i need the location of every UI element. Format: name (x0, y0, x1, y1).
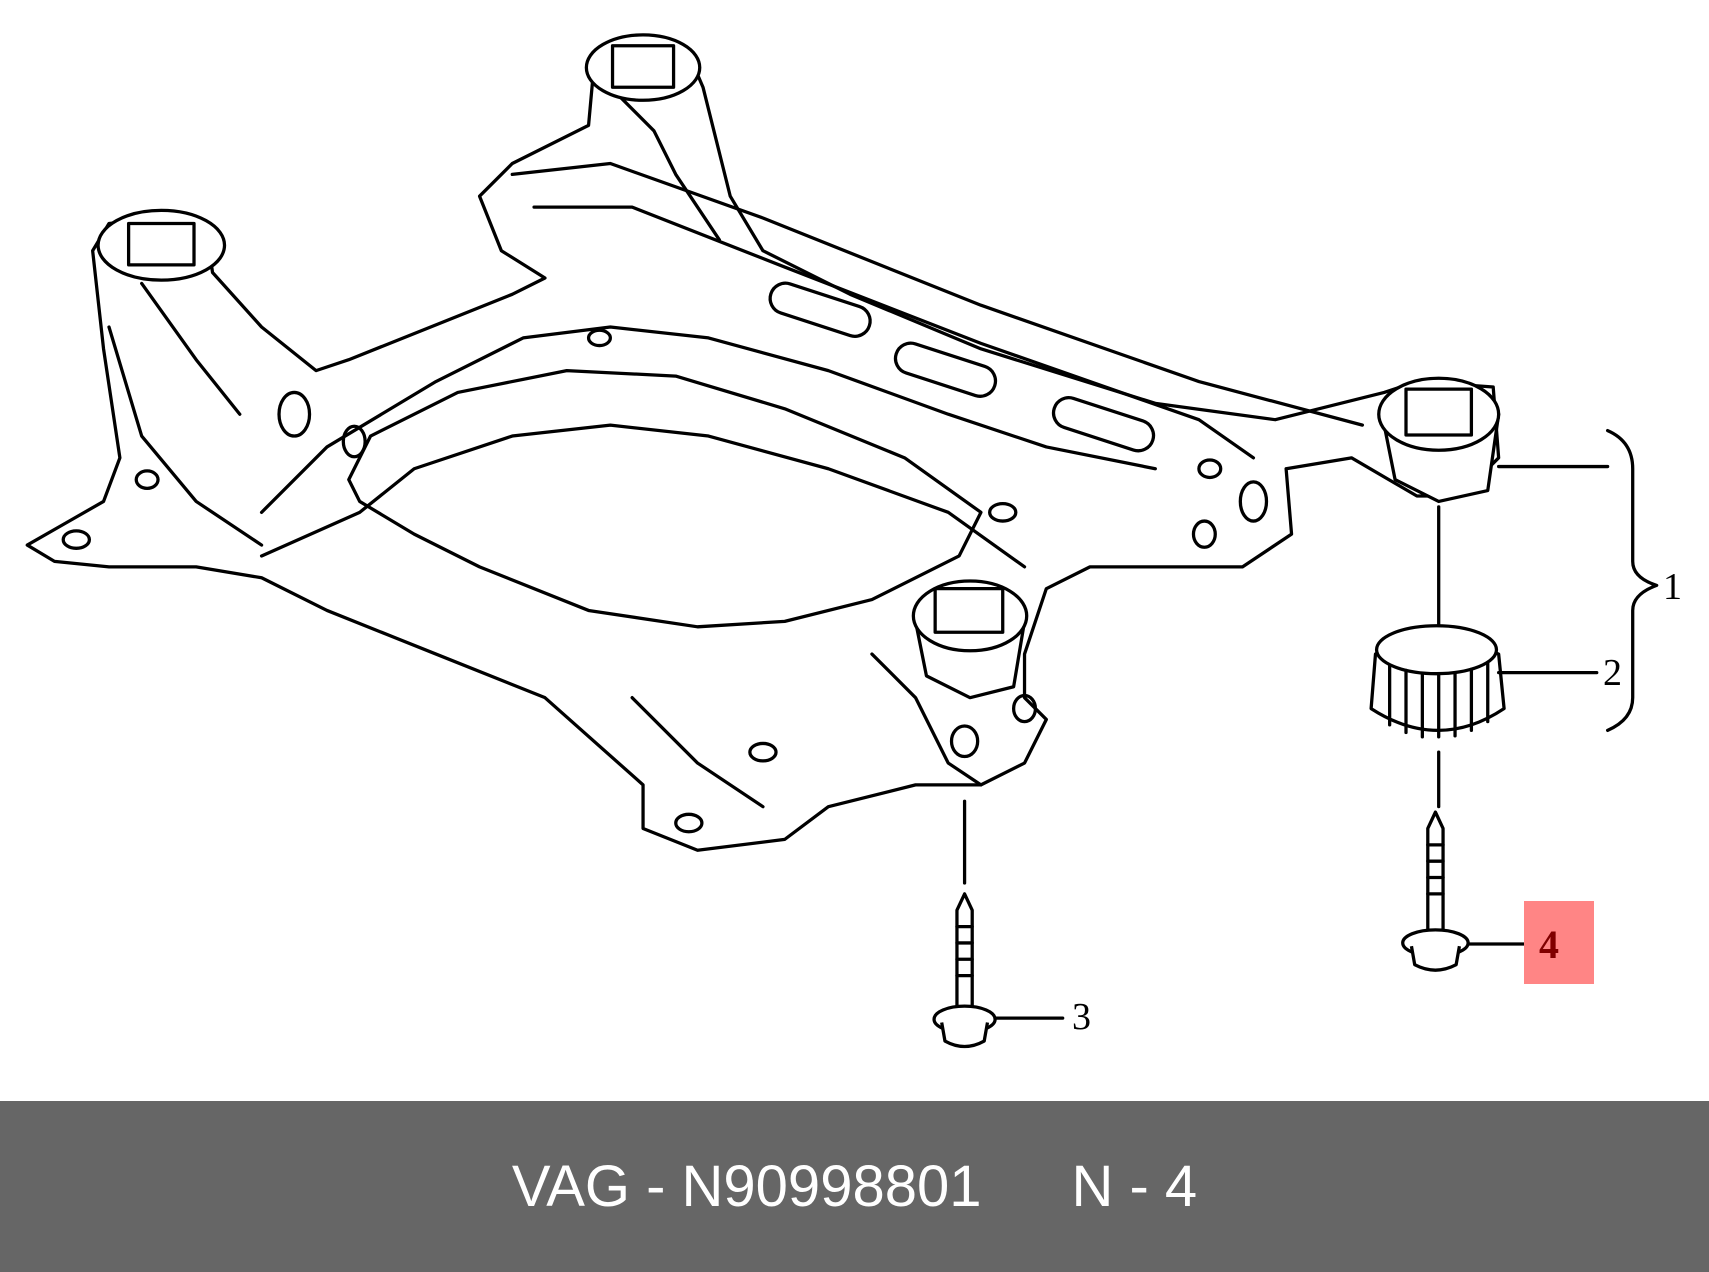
mount-rear-left (96, 208, 227, 282)
rubber-mount-part-2 (1369, 505, 1506, 809)
subframe-diagram (25, 33, 1659, 1049)
part-number: VAG - N90998801 (511, 1154, 982, 1219)
bolt-part-3 (932, 799, 1065, 1049)
part-caption-bar: VAG - N90998801 N - 4 (0, 1101, 1709, 1272)
bolt-part-4 (1401, 810, 1526, 972)
mount-front-right (1377, 376, 1501, 504)
mount-rear-right (584, 33, 702, 102)
subframe-drawing (25, 33, 1501, 852)
position-label: N - 4 (1071, 1154, 1198, 1219)
highlighted-callout-4[interactable]: 4 (1524, 901, 1594, 984)
callout-4: 4 (1539, 922, 1559, 967)
callout-3: 3 (1072, 996, 1091, 1038)
mount-front-left (911, 579, 1029, 700)
callout-1: 1 (1663, 566, 1682, 608)
callout-2: 2 (1603, 652, 1622, 694)
